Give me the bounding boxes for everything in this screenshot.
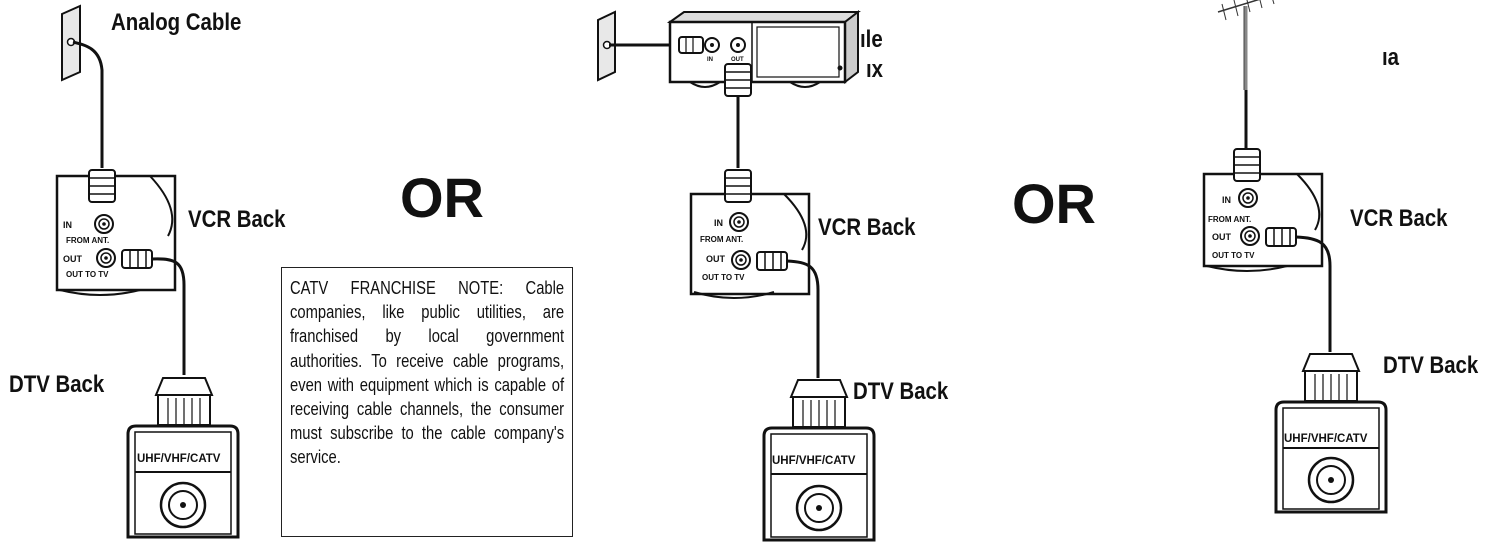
jack-labels: IN FROM ANT. OUT OUT TO TV UHF/VHF/CATV … <box>63 195 1368 467</box>
vcr-back-icon <box>689 169 811 299</box>
vcr-from-ant-label: FROM ANT. <box>1208 215 1251 224</box>
wall-plate-icon <box>597 10 616 82</box>
dtv-back-label: DTV Back <box>1383 352 1479 379</box>
vcr-from-ant-label: FROM ANT. <box>700 235 743 244</box>
dtv-back-icon <box>762 379 876 542</box>
vcr-out-to-tv-label: OUT TO TV <box>66 270 109 279</box>
vcr-out-to-tv-label: OUT TO TV <box>702 273 745 282</box>
vcr-out-label: OUT <box>706 254 726 264</box>
vcr-in-label: IN <box>63 220 72 230</box>
analog-cable-label: Analog Cable <box>111 9 242 36</box>
vcr-back-label: VCR Back <box>818 214 916 241</box>
antenna-label-partial: ıa <box>1382 44 1400 71</box>
box-in-label: IN <box>707 57 713 63</box>
vcr-out-to-tv-label: OUT TO TV <box>1212 251 1255 260</box>
panel1-diagram <box>55 4 240 539</box>
vcr-in-label: IN <box>1222 195 1231 205</box>
panel2-diagram: IN OUT <box>597 9 876 542</box>
dtv-back-label: DTV Back <box>853 378 949 405</box>
vcr-back-icon <box>55 169 177 296</box>
catv-franchise-note-text: CATV FRANCHISE NOTE: Cable companies, li… <box>290 278 565 468</box>
catv-franchise-note: CATV FRANCHISE NOTE: Cable companies, li… <box>281 267 573 537</box>
dtv-back-icon <box>126 377 240 539</box>
vcr-in-label: IN <box>714 218 723 228</box>
dtv-jack-label: UHF/VHF/CATV <box>772 455 856 467</box>
cable-box-icon: IN OUT <box>666 9 861 97</box>
wall-plate-icon <box>61 4 81 82</box>
panel3-diagram <box>1202 0 1388 514</box>
antenna-icon <box>1217 0 1275 90</box>
vcr-back-label: VCR Back <box>1350 205 1448 232</box>
or-divider-1: OR <box>400 166 484 229</box>
vcr-from-ant-label: FROM ANT. <box>66 236 109 245</box>
dtv-jack-label: UHF/VHF/CATV <box>137 453 221 465</box>
vcr-back-label: VCR Back <box>188 206 286 233</box>
or-divider-2: OR <box>1012 172 1096 235</box>
cable-box-label-line1: ıle <box>860 26 883 53</box>
vcr-out-label: OUT <box>1212 232 1232 242</box>
vcr-out-label: OUT <box>63 254 83 264</box>
dtv-jack-label: UHF/VHF/CATV <box>1284 433 1368 445</box>
dtv-back-label: DTV Back <box>9 371 105 398</box>
box-out-label: OUT <box>731 57 744 63</box>
cable-box-label-line2: ıx <box>866 56 884 83</box>
dtv-back-icon <box>1274 353 1388 514</box>
vcr-back-icon <box>1202 148 1324 272</box>
